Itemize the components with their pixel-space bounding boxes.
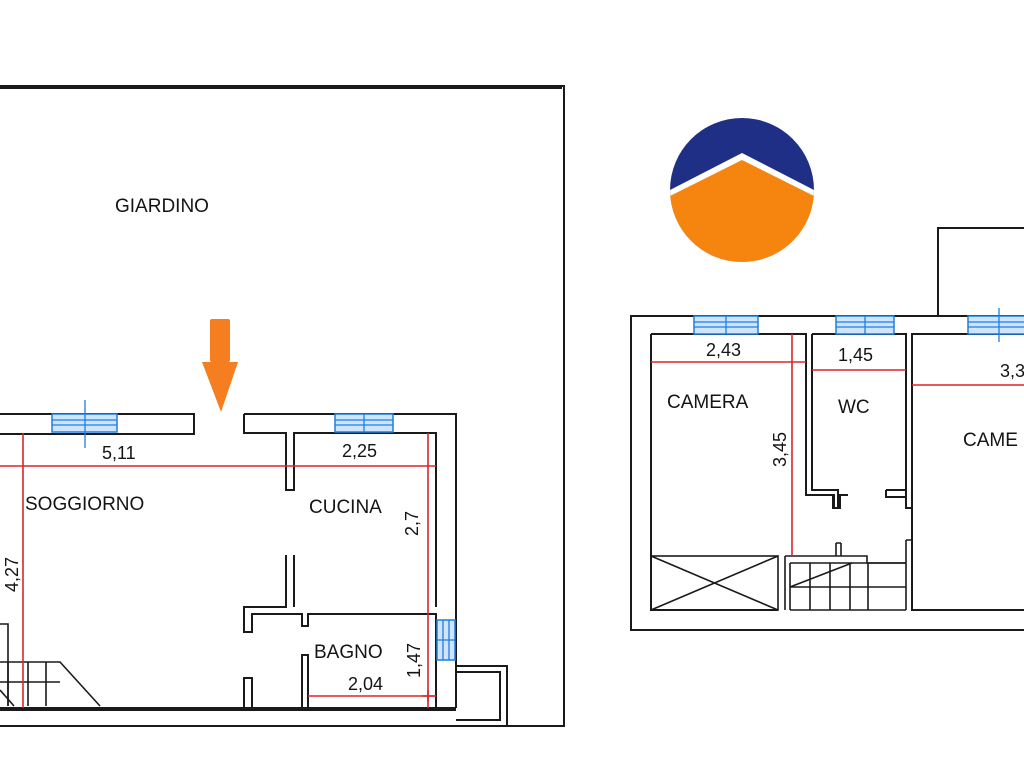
kitchen-wall-inner <box>243 414 437 607</box>
bedroom1-depth-value: 3,45 <box>770 432 790 467</box>
window-bathroom <box>436 619 456 661</box>
living-room-label: SOGGIORNO <box>25 494 144 515</box>
wc-left-wall <box>806 334 839 509</box>
window-bedroom1 <box>693 315 759 335</box>
company-logo-icon <box>670 118 814 262</box>
bedroom1-label: CAMERA <box>667 392 749 413</box>
closet <box>650 555 779 611</box>
bedroom1-width-value: 2,43 <box>706 340 741 360</box>
living-width-value: 5,11 <box>102 443 136 463</box>
bedroom2-label: CAME <box>963 430 1018 451</box>
door-jamb-bath <box>301 654 309 709</box>
window-kitchen <box>334 413 394 433</box>
terrace-outline <box>937 227 1024 316</box>
door-jamb-left <box>243 677 253 709</box>
kitchen-depth-value: 2,7 <box>402 511 422 536</box>
kitchen-label: CUCINA <box>309 497 382 518</box>
garden-label: GIARDINO <box>115 196 209 217</box>
kitchen-width-value: 2,25 <box>342 441 377 461</box>
bedroom2-width-value: 3,3 <box>1000 361 1024 381</box>
wc-right-jamb <box>885 489 906 498</box>
outdoor-box <box>456 665 508 726</box>
ground-floor-plan: GIARDINO SOGGIORNO 5,11 4,27 CUCINA 2,25… <box>0 85 565 727</box>
wc-width-value: 1,45 <box>838 345 873 365</box>
bedroom1-inner-wall <box>651 333 848 509</box>
outdoor-box-inner <box>456 671 501 721</box>
entrance-arrow-icon <box>202 319 238 412</box>
bathroom-width-value: 2,04 <box>348 674 383 694</box>
wc-label: WC <box>838 397 870 418</box>
bathroom-depth-value: 1,47 <box>404 643 424 678</box>
staircase-ground <box>0 623 101 707</box>
first-floor-plan: CAMERA 2,43 3,45 WC 1,45 CAME 3,3 <box>630 227 1024 631</box>
living-depth-value: 4,27 <box>2 557 22 592</box>
staircase-first <box>784 539 913 611</box>
window-bedroom2 <box>967 308 1024 342</box>
bathroom-label: BAGNO <box>314 642 383 663</box>
dimension-tick <box>422 690 436 702</box>
garden-boundary <box>0 85 565 727</box>
first-floor-outer-wall <box>630 315 1024 631</box>
window-wc <box>835 315 895 335</box>
front-wall-right <box>244 413 457 708</box>
bath-partition <box>243 555 437 708</box>
window-living <box>51 400 118 448</box>
bedroom1-left-wall <box>650 334 778 611</box>
